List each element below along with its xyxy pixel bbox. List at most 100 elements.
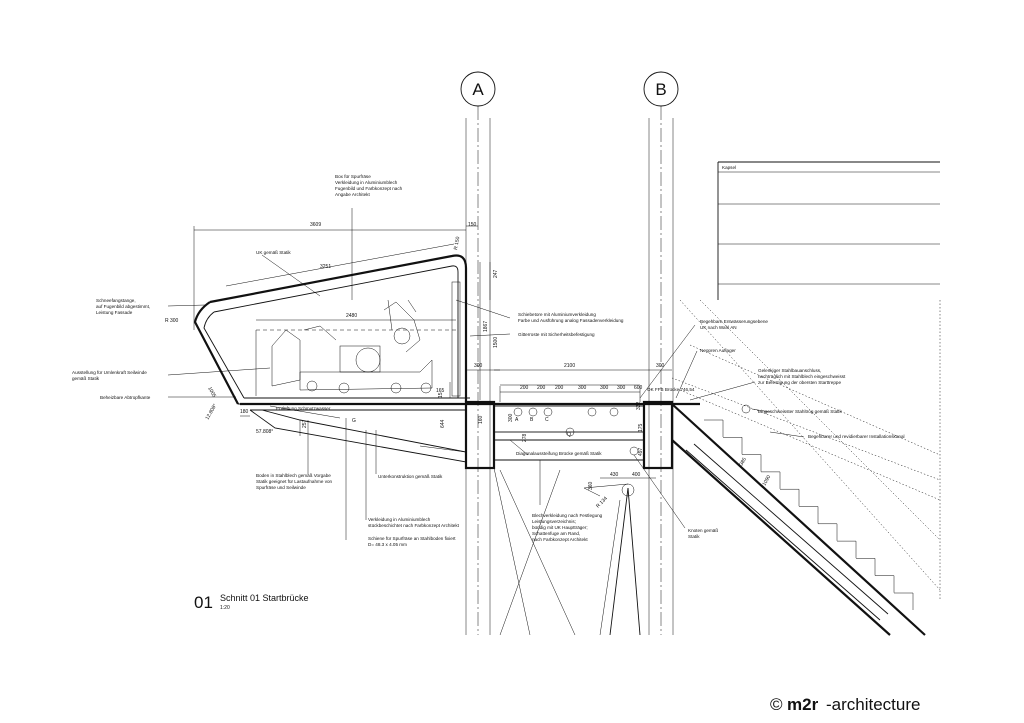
svg-text:Farbe und Ausführung analog Fa: Farbe und Ausführung analog Fassadenverk… <box>518 318 624 323</box>
support-truss <box>493 467 641 636</box>
svg-text:A: A <box>515 417 519 423</box>
svg-text:Spurfräse und Seilwinde: Spurfräse und Seilwinde <box>256 485 306 490</box>
svg-text:2480: 2480 <box>346 313 357 319</box>
dimension-texts: 3609 150 3251 2480 247 1867 1500 300 210… <box>165 222 772 509</box>
stair-step <box>799 506 819 524</box>
svg-text:bündig mit UK Hauptträger;: bündig mit UK Hauptträger; <box>532 525 588 530</box>
svg-text:stückbeschichtet nach Farbkonz: stückbeschichtet nach Farbkonzept Archit… <box>368 523 460 528</box>
svg-text:Ausstellung für Umlenkraft Sei: Ausstellung für Umlenkraft Seilwinde <box>72 370 147 375</box>
svg-text:C: C <box>545 417 549 423</box>
svg-text:360: 360 <box>588 481 594 490</box>
svg-text:600: 600 <box>634 385 643 391</box>
svg-text:200: 200 <box>555 385 564 391</box>
svg-text:3609: 3609 <box>310 222 321 228</box>
brand-suffix: -architecture <box>826 695 920 714</box>
annotation-blechverkleidung: Blechverkleidung nach Festlegung Leistun… <box>532 513 603 542</box>
svg-text:200: 200 <box>520 385 529 391</box>
stair-step <box>761 471 781 489</box>
start-stairs <box>671 299 941 636</box>
svg-text:278: 278 <box>522 433 528 442</box>
svg-text:Schiebetore mit Aluminiumverkl: Schiebetore mit Aluminiumverkleidung <box>518 312 596 317</box>
svg-text:R 150: R 150 <box>453 236 461 250</box>
brand-logo: © m2r -architecture <box>770 695 920 714</box>
drawing-scale: 1:20 <box>220 605 230 611</box>
leader-lines <box>167 208 805 540</box>
stair-step <box>780 488 800 507</box>
svg-text:nach Farbkonzept Architekt: nach Farbkonzept Architekt <box>532 537 588 542</box>
axis-a-label: A <box>472 80 484 99</box>
annotation-gitterroste: Gitterroste mit Sicherheitsbefestigung <box>518 332 595 337</box>
svg-text:nachträglich mit Stahlblech ei: nachträglich mit Stahlblech eingeschweis… <box>758 374 846 379</box>
svg-text:257: 257 <box>302 419 308 428</box>
annotation-stahltrog: Eingeschweisster Stahltrog gemäß Statik <box>758 409 842 414</box>
stair-step <box>818 523 838 541</box>
svg-text:Verkleidung in Aluminiumblech: Verkleidung in Aluminiumblech <box>335 180 398 185</box>
annotation-neopren: Neopren Auflager <box>700 348 736 353</box>
brand-mark: m2r <box>787 695 819 714</box>
svg-text:300: 300 <box>600 385 609 391</box>
svg-text:300: 300 <box>578 385 587 391</box>
svg-text:247: 247 <box>493 269 499 278</box>
svg-text:150: 150 <box>468 222 477 228</box>
dimension-lines <box>193 225 672 479</box>
svg-text:180: 180 <box>240 409 249 415</box>
annotation-entwaesserung: Begehbare Entwässerungsebene UK nach Wah… <box>700 319 768 330</box>
svg-text:Blechverkleidung nach Festlegu: Blechverkleidung nach Festlegung <box>532 513 603 518</box>
grid-axis-b: B <box>643 71 679 635</box>
stair-step <box>894 592 914 610</box>
svg-text:Angabe Architekt: Angabe Architekt <box>335 192 370 197</box>
svg-text:400: 400 <box>632 472 641 478</box>
svg-text:1005: 1005 <box>206 386 217 399</box>
annotation-gelenk: Gelenkiger Stahlbauanschluss, nachträgli… <box>758 368 846 385</box>
svg-text:Begehbare Entwässerungsebene: Begehbare Entwässerungsebene <box>700 319 768 324</box>
svg-text:57.808°: 57.808° <box>256 429 273 435</box>
stair-step <box>723 437 743 455</box>
svg-text:300: 300 <box>656 363 665 369</box>
svg-text:B: B <box>530 417 534 423</box>
svg-text:165: 165 <box>436 388 445 394</box>
svg-text:Schattenfuge am Rand,: Schattenfuge am Rand, <box>532 531 580 536</box>
annotation-knoten: Knoten gemäß Statik <box>688 528 718 539</box>
drawing-title: Schnitt 01 Startbrücke <box>220 593 309 603</box>
annotation-box-spurfraese: Box für Spurfräse Verkleidung in Alumini… <box>335 174 403 197</box>
svg-text:R 300: R 300 <box>165 318 179 324</box>
annotation-abtropfkante: Beheizbare Abtropfkante <box>100 395 151 400</box>
annotation-schneefang: Schneefangstange, auf Fugenbild abgestim… <box>96 298 150 315</box>
svg-text:Schneefangstange,: Schneefangstange, <box>96 298 136 303</box>
svg-text:160: 160 <box>478 415 484 424</box>
annotation-schiebetore: Schiebetore mit Aluminiumverkleidung Far… <box>518 312 624 323</box>
bridge-structure <box>240 384 751 470</box>
svg-text:Fugenbild und Farbkonzept nach: Fugenbild und Farbkonzept nach <box>335 186 403 191</box>
svg-text:3251: 3251 <box>320 264 331 270</box>
svg-text:Gelenkiger Stahlbauanschluss,: Gelenkiger Stahlbauanschluss, <box>758 368 821 373</box>
annotation-uk-statik: UK gemäß Statik <box>256 250 291 255</box>
svg-text:Statik: Statik <box>688 534 700 539</box>
svg-text:R 134: R 134 <box>595 496 609 510</box>
svg-text:G: G <box>352 418 356 424</box>
kapsel-frame <box>717 161 940 300</box>
svg-text:1500: 1500 <box>493 337 499 348</box>
svg-text:Schiene für Spurfräse an Stahl: Schiene für Spurfräse an Stahlboden fixi… <box>368 536 456 541</box>
svg-text:Knoten gemäß: Knoten gemäß <box>688 528 718 533</box>
stair-step <box>742 454 762 472</box>
svg-text:322: 322 <box>636 401 642 410</box>
stair-step <box>704 419 724 437</box>
svg-text:zur Befestigung der obersten S: zur Befestigung der obersten Starttreppe <box>758 380 841 385</box>
annotation-unterkonstruktion: Unterkonstruktion gemäß Statik <box>378 474 443 479</box>
svg-text:Statik geeignet für Lastaufnah: Statik geeignet für Lastaufnahme von <box>256 479 333 484</box>
drawing-number: 01 <box>194 593 213 612</box>
svg-text:300: 300 <box>508 413 514 422</box>
annotation-verkleidung: Verkleidung in Aluminiumblech stückbesch… <box>368 517 460 528</box>
annotation-ok-ffb: OK FFB Brücke 746,54 <box>647 387 695 392</box>
svg-text:15: 15 <box>438 392 444 398</box>
svg-text:Leistungsverzeichnis;: Leistungsverzeichnis; <box>532 519 576 524</box>
svg-text:12.808°: 12.808° <box>205 403 219 421</box>
axis-b-label: B <box>655 80 666 99</box>
annotation-entlueftung: Entlüftung Schmutzwasser <box>276 406 331 411</box>
svg-text:175: 175 <box>638 423 644 432</box>
svg-text:Boden in Stahlblech gemäß Vorg: Boden in Stahlblech gemäß Vorgabe <box>256 473 331 478</box>
svg-text:385: 385 <box>739 457 748 467</box>
annotation-ausstellung: Ausstellung für Umlenkraft Seilwinde gem… <box>72 370 147 381</box>
svg-text:300: 300 <box>474 363 483 369</box>
